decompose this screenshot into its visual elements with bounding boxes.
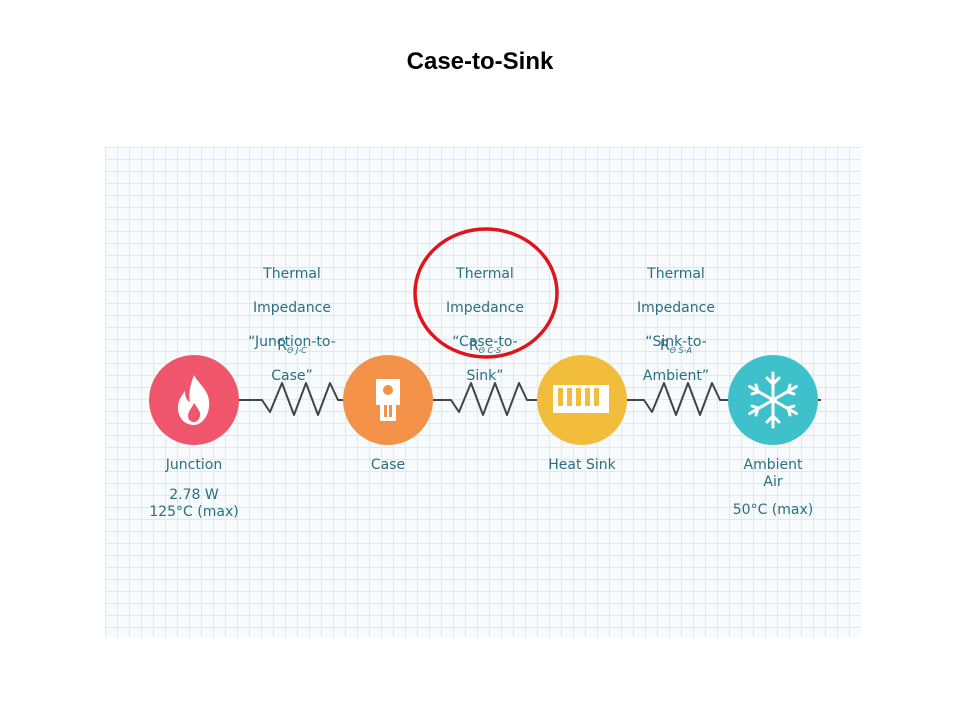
ambient-air-node: [728, 355, 818, 445]
impedance-label-junction-to-case: Thermal Impedance “Junction-to- Case”: [248, 266, 336, 384]
resistor-sink-to-ambient: [626, 382, 728, 416]
case-node: [343, 355, 433, 445]
heat-sink-node: [537, 355, 627, 445]
slide-title: Case-to-Sink: [406, 48, 554, 75]
highlight-ring: [413, 227, 559, 359]
heat-sink-fins-icon: [553, 385, 609, 413]
case-label: Case: [370, 457, 406, 473]
impedance-symbol-case-to-sink: RΘ C-S: [468, 338, 502, 355]
junction-label: Junction: [165, 457, 223, 473]
impedance-label-case-to-sink: Thermal Impedance “Case-to- Sink”: [446, 266, 524, 384]
junction-node: [149, 355, 239, 445]
junction-values: 2.78 W 125°C (max): [149, 487, 239, 520]
ambient-air-values: 50°C (max): [732, 502, 814, 518]
resistor-junction-to-case: [239, 382, 345, 416]
flame-icon: [178, 375, 210, 425]
chip-package-icon: [376, 379, 400, 421]
resistor-case-to-sink: [433, 382, 537, 416]
heat-sink-label: Heat Sink: [548, 457, 616, 473]
impedance-label-sink-to-ambient: Thermal Impedance “Sink-to- Ambient”: [637, 266, 715, 384]
snowflake-icon: [748, 371, 798, 429]
ambient-air-label: Ambient Air: [743, 457, 803, 490]
impedance-symbol-junction-to-case: RΘ J-C: [277, 338, 307, 355]
impedance-symbol-sink-to-ambient: RΘ S-A: [659, 338, 692, 355]
